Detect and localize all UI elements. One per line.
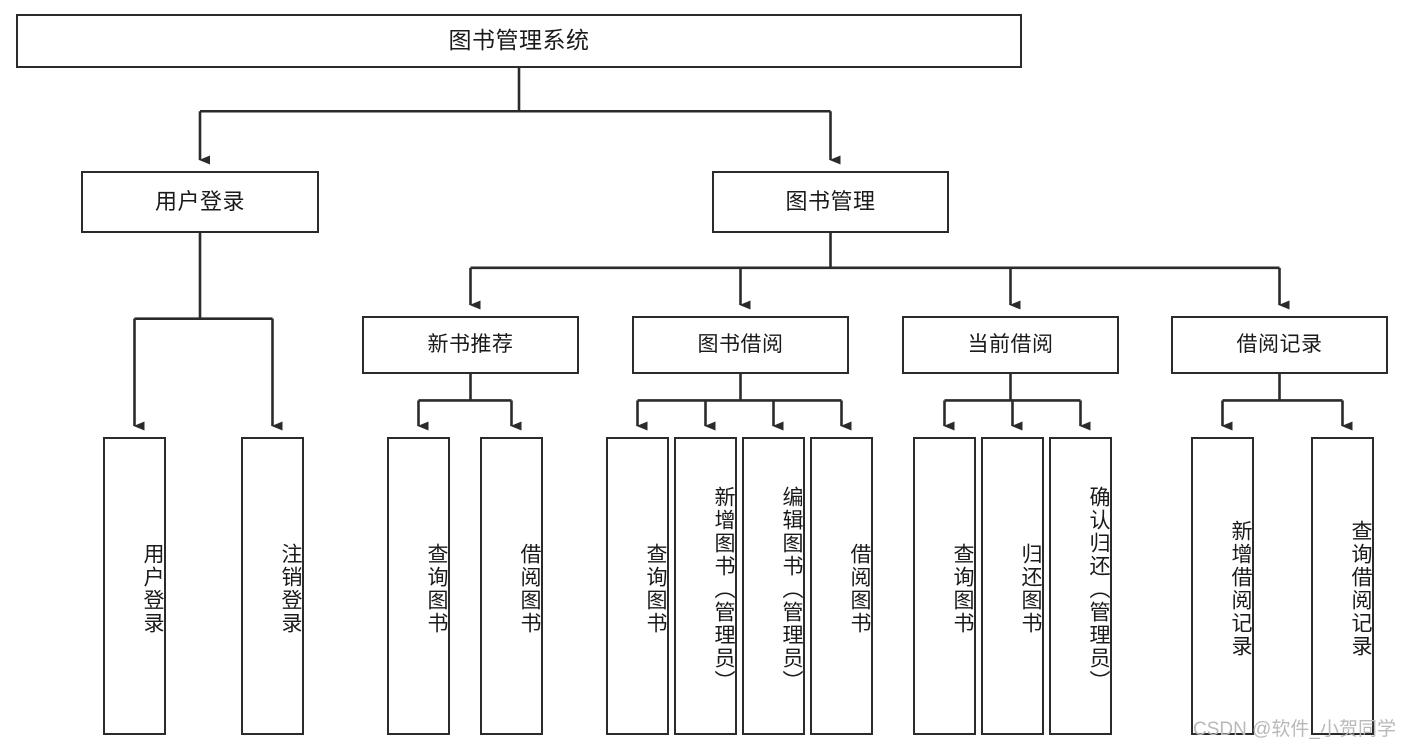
node-label: 归还图书 [1019, 543, 1042, 635]
node-label: 图书管理系统 [448, 27, 590, 54]
watermark-text: CSDN @软件_小贺同学 [1193, 719, 1396, 740]
node-label: 借阅图书 [848, 543, 871, 635]
node-label: 当前借阅 [967, 332, 1054, 356]
node-label: 编辑图书（管理员） [780, 485, 803, 693]
node-new-book-rec[interactable]: 新书推荐 [362, 316, 579, 374]
node-label: 用户登录 [141, 543, 164, 635]
node-label: 查询图书 [951, 543, 974, 635]
node-label: 注销登录 [279, 543, 302, 635]
node-label: 图书管理 [785, 189, 876, 215]
node-borrow-record[interactable]: 借阅记录 [1171, 316, 1388, 374]
node-label: 用户登录 [154, 189, 245, 215]
node-leaf-user-login[interactable]: 用户登录 [103, 437, 166, 735]
node-leaf-confirm-return[interactable]: 确认归还（管理员） [1049, 437, 1112, 735]
node-label: 查询图书 [644, 543, 667, 635]
node-label: 新增图书（管理员） [712, 485, 735, 693]
node-book-manage[interactable]: 图书管理 [712, 171, 949, 233]
node-label: 图书借阅 [697, 332, 784, 356]
node-leaf-borrow-book-2[interactable]: 借阅图书 [810, 437, 873, 735]
node-leaf-add-record[interactable]: 新增借阅记录 [1191, 437, 1254, 735]
node-leaf-query-book-1[interactable]: 查询图书 [387, 437, 450, 735]
node-root[interactable]: 图书管理系统 [16, 14, 1022, 68]
node-label: 查询借阅记录 [1349, 520, 1372, 658]
node-leaf-return-book[interactable]: 归还图书 [981, 437, 1044, 735]
node-user-login[interactable]: 用户登录 [81, 171, 319, 233]
node-label: 借阅图书 [518, 543, 541, 635]
node-label: 新增借阅记录 [1229, 520, 1252, 658]
node-book-borrow[interactable]: 图书借阅 [632, 316, 849, 374]
node-leaf-edit-book[interactable]: 编辑图书（管理员） [742, 437, 805, 735]
node-leaf-query-book-2[interactable]: 查询图书 [606, 437, 669, 735]
node-label: 新书推荐 [427, 332, 514, 356]
node-leaf-add-book[interactable]: 新增图书（管理员） [674, 437, 737, 735]
node-leaf-query-book-3[interactable]: 查询图书 [913, 437, 976, 735]
node-label: 查询图书 [425, 543, 448, 635]
node-leaf-logout[interactable]: 注销登录 [241, 437, 304, 735]
node-label: 确认归还（管理员） [1087, 485, 1110, 693]
node-label: 借阅记录 [1236, 332, 1323, 356]
node-current-borrow[interactable]: 当前借阅 [902, 316, 1119, 374]
node-leaf-borrow-book-1[interactable]: 借阅图书 [480, 437, 543, 735]
node-leaf-query-record[interactable]: 查询借阅记录 [1311, 437, 1374, 735]
